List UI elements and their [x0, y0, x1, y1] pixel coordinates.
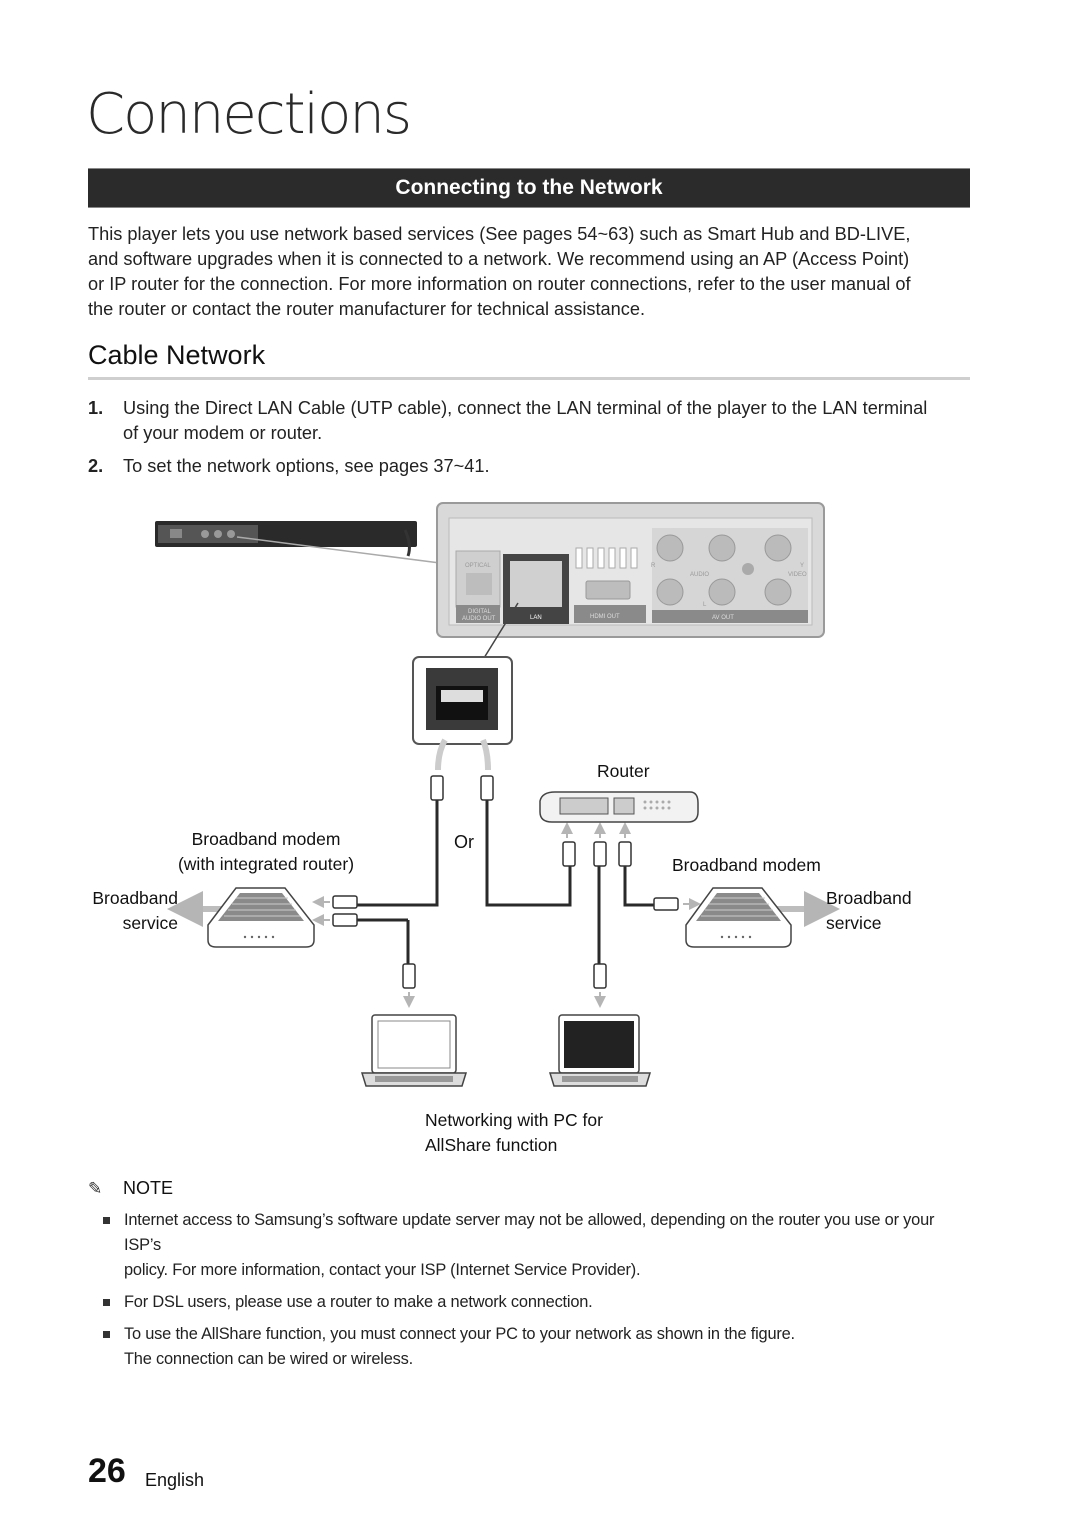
video-label: VIDEO [788, 572, 807, 578]
section-title-bar: Connecting to the Network [88, 168, 970, 208]
audio-label: AUDIO [690, 572, 709, 578]
intro-line: the router or contact the router manufac… [88, 299, 646, 319]
broadband-modem-label: Broadband modem [672, 855, 821, 875]
note-list: Internet access to Samsung’s software up… [103, 1208, 974, 1379]
player-rear-icon [155, 521, 417, 557]
av-out-label: AV OUT [712, 615, 734, 621]
optical-label: OPTICAL [465, 563, 491, 569]
pc-caption: Networking with PC for AllShare function [425, 1108, 603, 1158]
step-line: Using the Direct LAN Cable (UTP cable), … [123, 398, 928, 418]
note-line: Internet access to Samsung’s software up… [124, 1211, 935, 1254]
label-line: AllShare function [425, 1135, 558, 1155]
label-line: Broadband [92, 888, 178, 908]
note-line: For DSL users, please use a router to ma… [124, 1293, 593, 1311]
label-line: Broadband modem [191, 829, 341, 849]
hdmi-out-label: HDMI OUT [590, 614, 620, 620]
note-line: To use the AllShare function, you must c… [124, 1325, 795, 1343]
note-heading: ✎ NOTE [88, 1178, 173, 1199]
step-number: 2. [88, 456, 104, 476]
note-heading-text: NOTE [123, 1178, 174, 1198]
lan-label: LAN [530, 615, 542, 621]
r-label: R [651, 563, 656, 569]
rear-panel-zoom: OPTICAL DIGITAL AUDIO OUT LAN HDMI OUT A… [436, 502, 825, 638]
broadband-service-left-label: Broadband service [78, 886, 178, 936]
chapter-title: Connections [86, 82, 412, 147]
square-bullet-icon [103, 1331, 110, 1338]
note-item: To use the AllShare function, you must c… [103, 1322, 974, 1372]
subsection-rule [88, 377, 970, 380]
note-line: policy. For more information, contact yo… [124, 1261, 641, 1279]
intro-line: or IP router for the connection. For mor… [88, 274, 911, 294]
broadband-service-right-label: Broadband service [826, 886, 912, 936]
label-line: Networking with PC for [425, 1110, 603, 1130]
modem-icon [685, 887, 792, 948]
note-item: Internet access to Samsung’s software up… [103, 1208, 974, 1283]
label-line: service [122, 913, 178, 933]
laptop-icon [548, 1014, 652, 1087]
square-bullet-icon [103, 1217, 110, 1224]
subsection-title: Cable Network [88, 340, 266, 370]
note-item: For DSL users, please use a router to ma… [103, 1290, 974, 1315]
step-item: 1. Using the Direct LAN Cable (UTP cable… [88, 396, 972, 446]
step-line: To set the network options, see pages 37… [123, 456, 490, 476]
lan-port-zoom [412, 656, 513, 771]
y-label: Y [800, 563, 804, 569]
label-line: (with integrated router) [177, 854, 355, 874]
page-language: English [145, 1470, 205, 1490]
router-icon [539, 791, 699, 823]
audio-out-label: AUDIO OUT [462, 616, 496, 622]
pencil-icon: ✎ [88, 1179, 103, 1198]
page-number: 26 [88, 1452, 126, 1490]
modem-with-router-icon [207, 887, 315, 948]
router-label: Router [597, 761, 650, 781]
intro-line: and software upgrades when it is connect… [88, 249, 910, 269]
digital-label: DIGITAL [468, 609, 492, 615]
broadband-modem-router-label: Broadband modem (with integrated router) [166, 827, 366, 877]
step-line: of your modem or router. [123, 423, 323, 443]
or-label: Or [454, 832, 474, 852]
label-line: Broadband [826, 888, 912, 908]
intro-paragraph: This player lets you use network based s… [88, 222, 972, 322]
network-connection-diagram: OPTICAL DIGITAL AUDIO OUT LAN HDMI OUT A… [155, 502, 840, 1087]
intro-line: This player lets you use network based s… [88, 224, 911, 244]
laptop-icon [360, 1014, 468, 1087]
step-number: 1. [88, 398, 104, 418]
label-line: service [826, 913, 882, 933]
square-bullet-icon [103, 1299, 110, 1306]
l-label: L [703, 602, 707, 608]
section-title: Connecting to the Network [395, 176, 663, 199]
step-item: 2. To set the network options, see pages… [88, 454, 972, 479]
step-text: To set the network options, see pages 37… [123, 454, 972, 479]
step-text: Using the Direct LAN Cable (UTP cable), … [123, 396, 972, 446]
note-line: The connection can be wired or wireless. [124, 1350, 414, 1368]
